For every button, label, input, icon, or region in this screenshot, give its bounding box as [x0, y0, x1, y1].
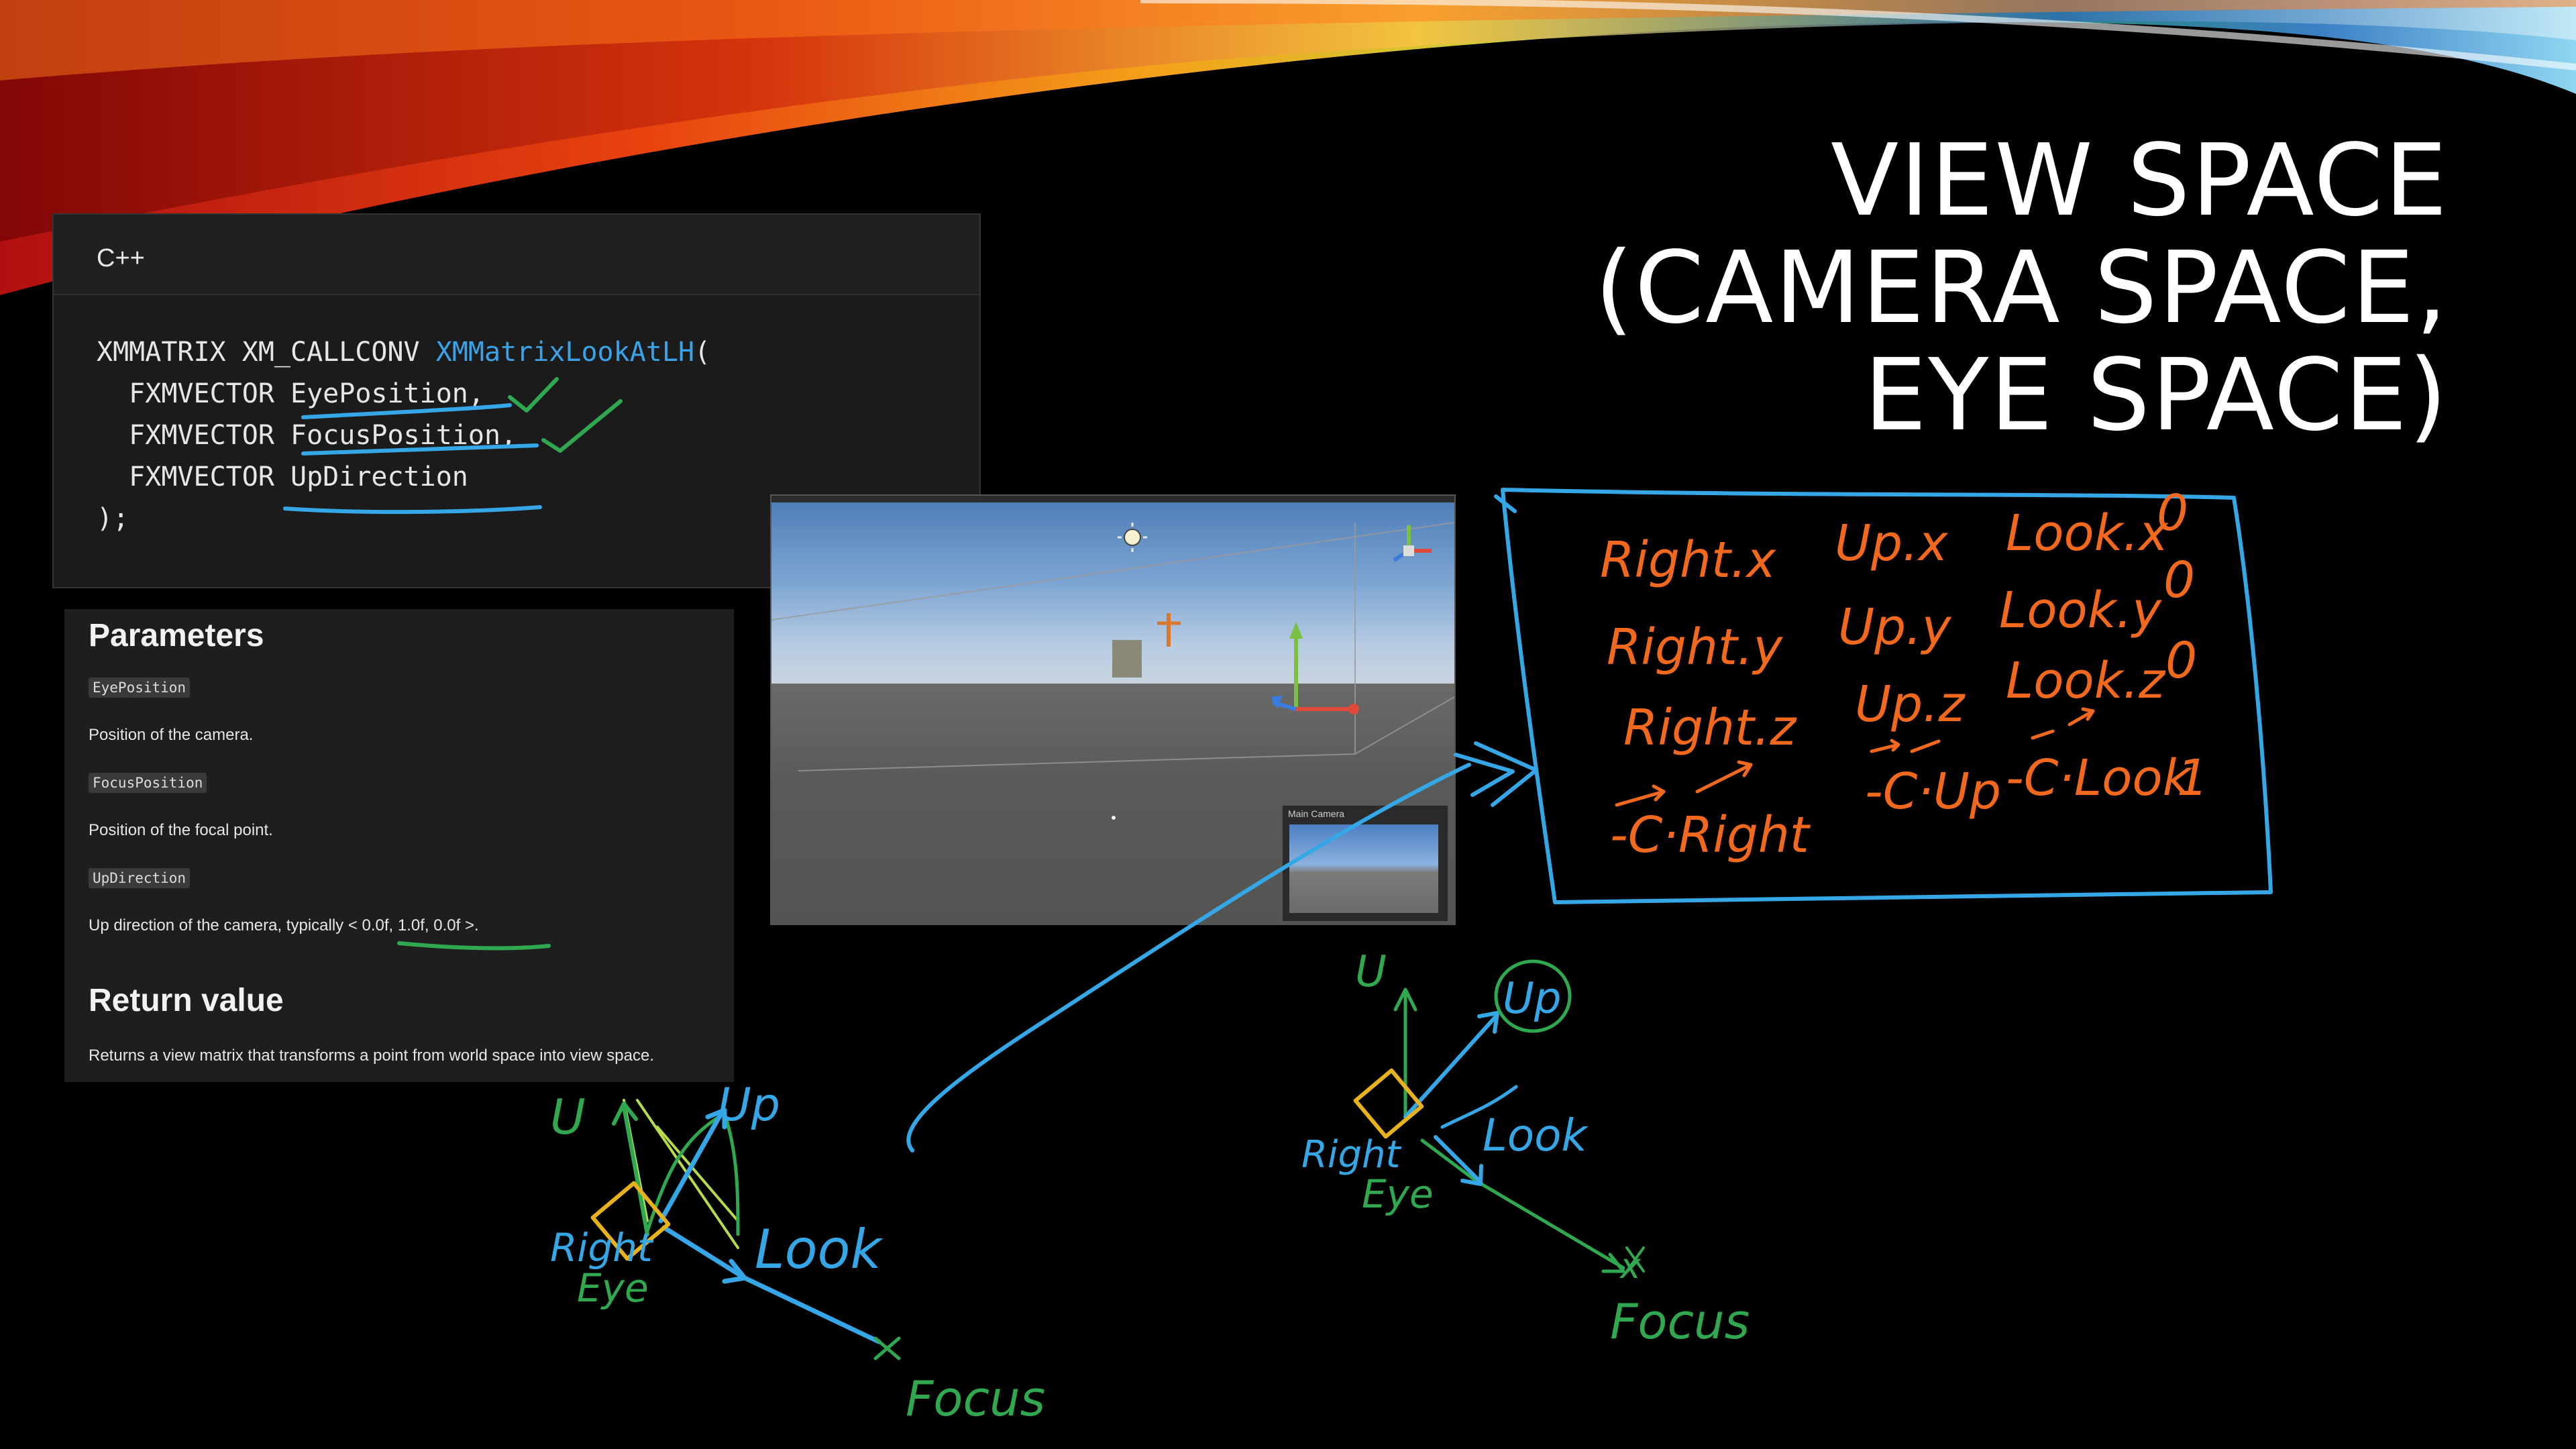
sun-icon	[1118, 523, 1147, 552]
title-line-3: EYE SPACE)	[1864, 337, 2449, 453]
code-line-4: FXMVECTOR UpDirection	[97, 462, 468, 492]
left-label-u: U	[550, 1089, 586, 1145]
right-label-eye: Eye	[1362, 1171, 1434, 1217]
matrix-cell-2-3: 0	[2165, 632, 2197, 690]
matrix-cell-2-2: Look.z	[2006, 652, 2166, 710]
slide-title: VIEW SPACE (CAMERA SPACE, EYE SPACE)	[1308, 127, 2449, 449]
matrix-cell-3-1: -C·Up	[1865, 763, 2001, 820]
code-function-name[interactable]: XMMatrixLookAtLH	[435, 337, 695, 368]
code-language-label: C++	[97, 244, 145, 272]
character-object[interactable]	[1157, 613, 1181, 647]
right-label-right: Right	[1301, 1133, 1402, 1177]
right-label-x: x	[1619, 1246, 1642, 1287]
right-label-look: Look	[1483, 1110, 1589, 1161]
param-tag-focusposition: FocusPosition	[89, 773, 207, 793]
matrix-cell-1-2: Look.y	[1999, 582, 2162, 639]
matrix-cell-1-1: Up.y	[1838, 598, 1952, 656]
left-label-look: Look	[755, 1218, 883, 1281]
cube-object[interactable]	[1112, 640, 1142, 678]
code-return-type: XMMATRIX XM_CALLCONV	[97, 337, 436, 368]
code-line-3: FXMVECTOR FocusPosition,	[97, 420, 517, 451]
matrix-cell-1-0: Right.y	[1607, 619, 1783, 676]
scene-viewport[interactable]: Main Camera	[770, 494, 1456, 925]
param-desc-updirection: Up direction of the camera, typically < …	[89, 916, 479, 934]
matrix-vector-arrows	[1615, 707, 2095, 807]
right-label-focus: Focus	[1610, 1293, 1750, 1350]
return-value-heading: Return value	[89, 983, 284, 1018]
left-axis-diagram: U Up Right Eye Look Focus	[550, 1079, 1045, 1427]
matrix-cell-0-0: Right.x	[1600, 531, 1776, 589]
right-label-up: Up	[1503, 974, 1561, 1024]
right-label-u: U	[1355, 947, 1387, 997]
matrix-cell-1-3: 0	[2163, 551, 2195, 609]
matrix-box	[1494, 488, 2273, 904]
code-line-5: );	[97, 503, 129, 534]
left-label-eye: Eye	[577, 1265, 649, 1311]
matrix-cell-2-0: Right.z	[1623, 699, 1797, 757]
param-tag-eyeposition: EyePosition	[89, 678, 191, 698]
left-eye-marker	[590, 1181, 671, 1261]
viewport-toolbar	[771, 496, 1454, 502]
camera-preview-image	[1289, 824, 1438, 913]
return-value-desc: Returns a view matrix that transforms a …	[89, 1046, 654, 1065]
param-desc-focusposition: Position of the focal point.	[89, 821, 273, 839]
matrix-cell-0-3: 0	[2157, 484, 2188, 542]
orientation-gizmo-icon[interactable]	[1393, 525, 1432, 562]
code-open-paren: (	[694, 337, 711, 368]
code-line-1: XMMATRIX XM_CALLCONV XMMatrixLookAtLH(	[97, 337, 710, 368]
matrix-cell-3-3: 1	[2177, 749, 2208, 807]
parameters-heading: Parameters	[89, 618, 264, 653]
left-label-up: Up	[718, 1079, 780, 1132]
right-eye-marker	[1353, 1068, 1424, 1139]
param-desc-eyeposition: Position of the camera.	[89, 726, 254, 744]
right-axis-diagram: U Up Right Eye Look x Focus	[1301, 947, 1750, 1350]
param-tag-updirection: UpDirection	[89, 868, 191, 888]
left-label-right: Right	[550, 1225, 654, 1271]
matrix-cell-3-2: -C·Look	[2006, 749, 2194, 807]
documentation-panel: Parameters EyePosition Position of the c…	[64, 609, 734, 1082]
matrix-cell-0-1: Up.x	[1835, 515, 1949, 572]
matrix-cell-2-1: Up.z	[1855, 676, 1966, 733]
matrix-cell-3-0: -C·Right	[1610, 806, 1811, 864]
transform-handle-icon[interactable]	[1271, 622, 1359, 714]
code-line-2: FXMVECTOR EyePosition,	[97, 378, 484, 409]
camera-preview-window[interactable]: Main Camera	[1281, 804, 1449, 922]
left-label-focus: Focus	[906, 1371, 1045, 1427]
matrix-entries: Right.x Up.x Look.x 0 Right.y Up.y Look.…	[1600, 484, 2208, 864]
camera-preview-label: Main Camera	[1288, 808, 1345, 819]
scene-geometry	[771, 522, 1454, 820]
matrix-cell-0-2: Look.x	[2006, 504, 2169, 562]
code-snippet-panel: C++ XMMATRIX XM_CALLCONV XMMatrixLookAtL…	[52, 213, 981, 588]
code-header: C++	[54, 215, 979, 295]
decorative-swoosh-banner	[0, 0, 2576, 295]
title-line-2: (CAMERA SPACE,	[1595, 229, 2449, 345]
title-line-1: VIEW SPACE	[1830, 123, 2449, 238]
